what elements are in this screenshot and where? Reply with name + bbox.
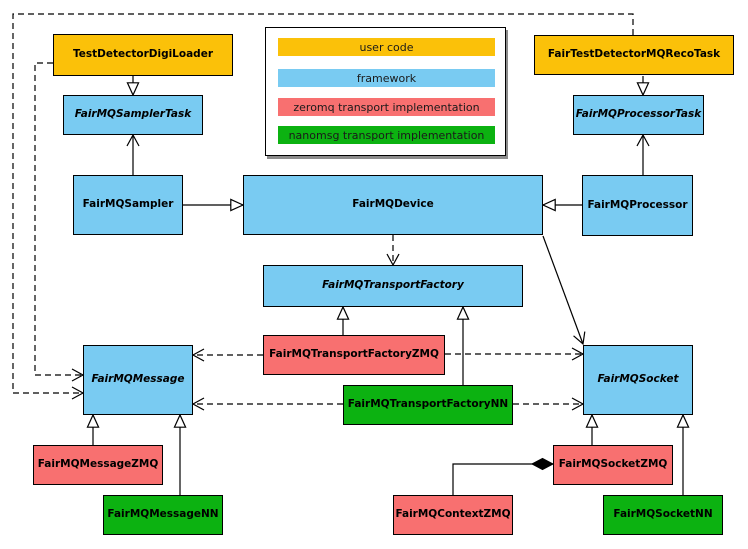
legend-item-zeromq: zeromq transport implementation — [278, 98, 495, 116]
class-box-fairmqmessagezmq: FairMQMessageZMQ — [33, 445, 163, 485]
class-box-fairmqtransportfactoryzmq: FairMQTransportFactoryZMQ — [263, 335, 445, 375]
class-box-fairmqmessage: FairMQMessage — [83, 345, 193, 415]
legend-box: user code framework zeromq transport imp… — [265, 27, 506, 156]
class-box-fairmqsamplertask: FairMQSamplerTask — [63, 95, 203, 135]
class-box-fairmqdevice: FairMQDevice — [243, 175, 543, 235]
legend-item-user-code: user code — [278, 38, 495, 56]
class-box-fairmqsampler: FairMQSampler — [73, 175, 183, 235]
class-box-fairmqsocketzmq: FairMQSocketZMQ — [553, 445, 673, 485]
edge-composition-contextzmq-socketzmq — [452, 464, 553, 495]
class-box-fairmqprocessor: FairMQProcessor — [582, 175, 693, 236]
class-box-fairmqprocessortask: FairMQProcessorTask — [573, 95, 704, 135]
legend-item-framework: framework — [278, 69, 495, 87]
edge-association-device-socket — [542, 235, 583, 344]
class-box-fairtestdetectormqrecotask: FairTestDetectorMQRecoTask — [534, 35, 734, 75]
class-box-fairmqtransportfactory: FairMQTransportFactory — [263, 265, 523, 307]
class-box-fairmqtransportfactorynn: FairMQTransportFactoryNN — [343, 385, 513, 425]
edge-dependency-tddl-message — [34, 62, 83, 375]
class-box-fairmqsocketnn: FairMQSocketNN — [603, 495, 723, 535]
edge-dependency-recotask-message — [12, 13, 634, 393]
class-box-testdetectordigiloader: TestDetectorDigiLoader — [53, 34, 233, 76]
legend-item-nanomsg: nanomsg transport implementation — [278, 126, 495, 144]
class-box-fairmqsocket: FairMQSocket — [583, 345, 693, 415]
class-box-fairmqmessagenn: FairMQMessageNN — [103, 495, 223, 535]
class-box-fairmqcontextzmq: FairMQContextZMQ — [393, 495, 513, 535]
